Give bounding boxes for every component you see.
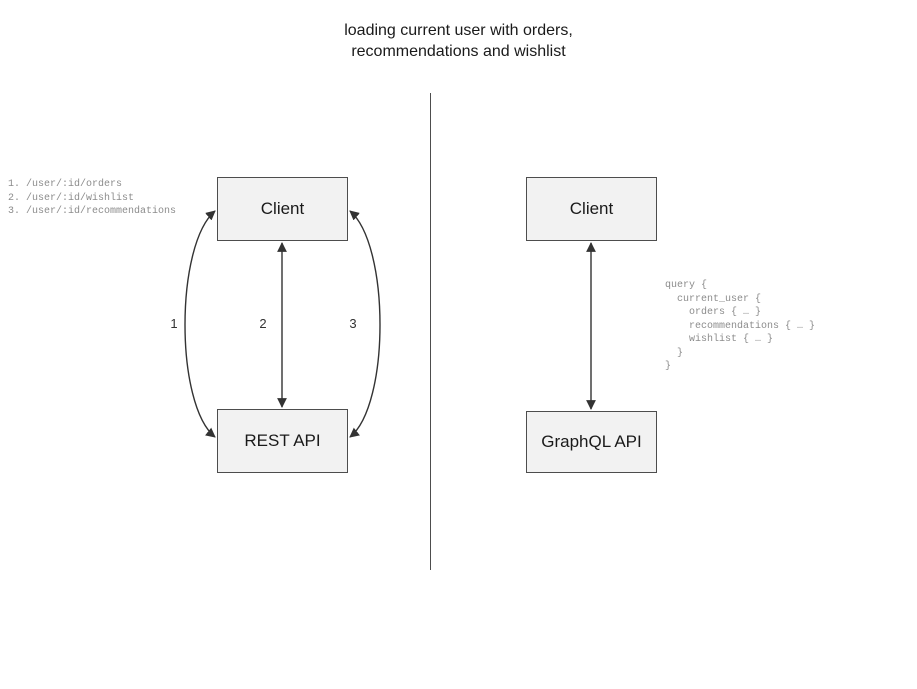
node-rest-client[interactable]: Client bbox=[217, 177, 348, 241]
node-graphql-api[interactable]: GraphQL API bbox=[526, 411, 657, 473]
vertical-divider bbox=[430, 93, 431, 570]
edge-label-3: 3 bbox=[349, 316, 357, 331]
node-graphql-client[interactable]: Client bbox=[526, 177, 657, 241]
rest-edge-1-curve-left bbox=[184, 210, 216, 438]
node-rest-api[interactable]: REST API bbox=[217, 409, 348, 473]
edge-label-2: 2 bbox=[259, 316, 267, 331]
graphql-query-snippet: query { current_user { orders { … } reco… bbox=[665, 280, 816, 372]
page-title: loading current user with orders, recomm… bbox=[344, 22, 573, 60]
edge-label-1: 1 bbox=[170, 316, 178, 331]
rest-endpoint-list: 1. /user/:id/orders 2. /user/:id/wishlis… bbox=[8, 179, 177, 217]
